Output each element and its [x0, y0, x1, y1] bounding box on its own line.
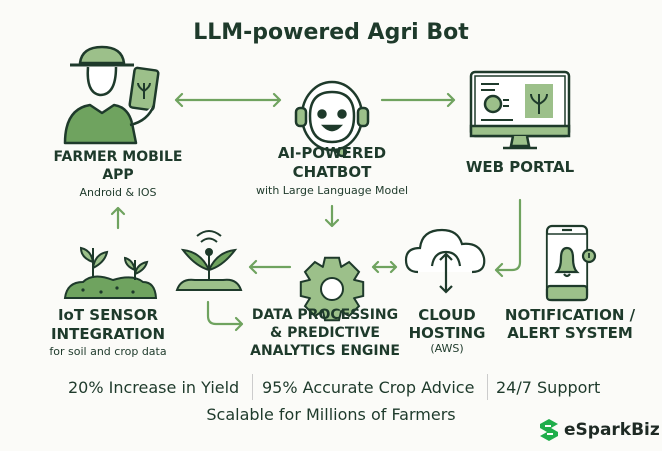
monitor-dashboard-icon [469, 70, 571, 150]
arrow-sensor-processing [206, 300, 244, 332]
arrow-portal-cloud [494, 198, 522, 278]
cloud-subtitle: (AWS) [430, 342, 464, 355]
data-processing-title: DATA PROCESSING [251, 307, 399, 323]
iot-title: IoT SENSOR [57, 306, 159, 324]
stat-divider [252, 374, 253, 400]
gear-icon [299, 256, 365, 322]
stat-support: 24/7 Support [496, 378, 601, 397]
arrow-chatbot-portal [380, 92, 456, 108]
cloud-title-2: HOSTING [408, 324, 486, 342]
tagline: Scalable for Millions of Farmers [206, 405, 456, 424]
chatbot-title: AI-POWERED [277, 144, 387, 162]
iot-subtitle: for soil and crop data [49, 345, 167, 358]
notification-title: NOTIFICATION / [504, 306, 636, 324]
logo-text: eSparkBiz [564, 420, 660, 440]
chatbot-title-2: CHATBOT [292, 163, 372, 181]
arrow-processing-sensor [248, 259, 292, 275]
iot-title-2: INTEGRATION [50, 325, 166, 343]
arrow-chatbot-processing [324, 204, 340, 228]
farmer-phone-icon [63, 45, 160, 145]
robot-headset-icon [294, 80, 370, 158]
data-processing-title-2: & PREDICTIVE [270, 325, 380, 341]
stat-divider [487, 374, 488, 400]
diagram-title: LLM-powered Agri Bot [193, 20, 469, 45]
stat-accuracy: 95% Accurate Crop Advice [262, 378, 475, 397]
cloud-upload-icon [404, 228, 486, 294]
esparkbiz-logo-icon [540, 419, 558, 441]
phone-bell-icon [545, 224, 597, 302]
arrow-app-chatbot [174, 92, 282, 108]
arrow-processing-cloud [371, 260, 398, 274]
farmer-app-title-2: APP [102, 167, 134, 183]
data-processing-title-3: ANALYTICS ENGINE [250, 343, 400, 359]
notification-title-2: ALERT SYSTEM [507, 324, 633, 342]
farmer-app-title: FARMER MOBILE [53, 149, 183, 165]
web-portal-title: WEB PORTAL [465, 158, 575, 176]
stat-yield: 20% Increase in Yield [68, 378, 240, 397]
esparkbiz-logo: eSparkBiz [538, 418, 660, 442]
arrow-iot-app [110, 206, 126, 230]
farmer-app-subtitle: Android & IOS [79, 186, 157, 199]
plants-soil-icon [63, 246, 158, 299]
sensor-plant-icon [175, 230, 243, 291]
cloud-title: CLOUD [418, 306, 476, 324]
chatbot-subtitle: with Large Language Model [255, 184, 409, 197]
